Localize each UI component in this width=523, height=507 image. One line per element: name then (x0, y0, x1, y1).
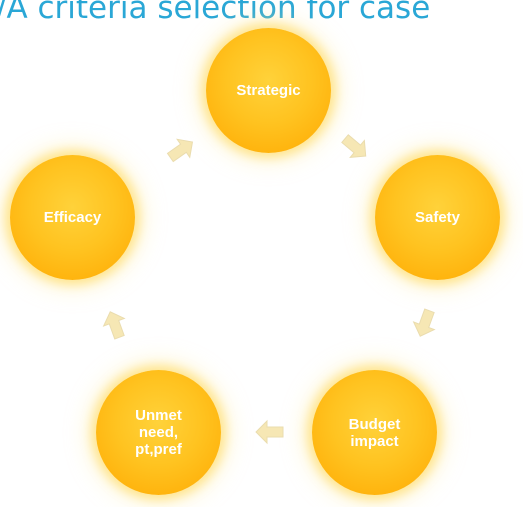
cycle-node-label: Safety (414, 209, 461, 226)
cycle-node-label: Budget impact (348, 415, 401, 450)
cycle-node-unmet-need: Unmet need, pt,pref (96, 370, 221, 495)
cycle-arrow-unmet-to-efficacy (96, 306, 134, 344)
cycle-node-efficacy: Efficacy (10, 155, 135, 280)
cycle-node-label: Unmet need, pt,pref (135, 407, 182, 458)
cycle-node-budget: Budget impact (312, 370, 437, 495)
cycle-node-label: Strategic (236, 82, 301, 99)
cycle-arrow-safety-to-budget (406, 304, 444, 342)
cycle-arrow-budget-to-unmet (255, 417, 285, 447)
cycle-arrow-strategic-to-safety (334, 126, 376, 168)
slide-title: /A criteria selection for case (0, 0, 431, 26)
cycle-arrow-efficacy-to-strategic (160, 129, 202, 171)
cycle-node-label: Efficacy (43, 209, 102, 226)
cycle-node-safety: Safety (375, 155, 500, 280)
cycle-node-strategic: Strategic (206, 28, 331, 153)
